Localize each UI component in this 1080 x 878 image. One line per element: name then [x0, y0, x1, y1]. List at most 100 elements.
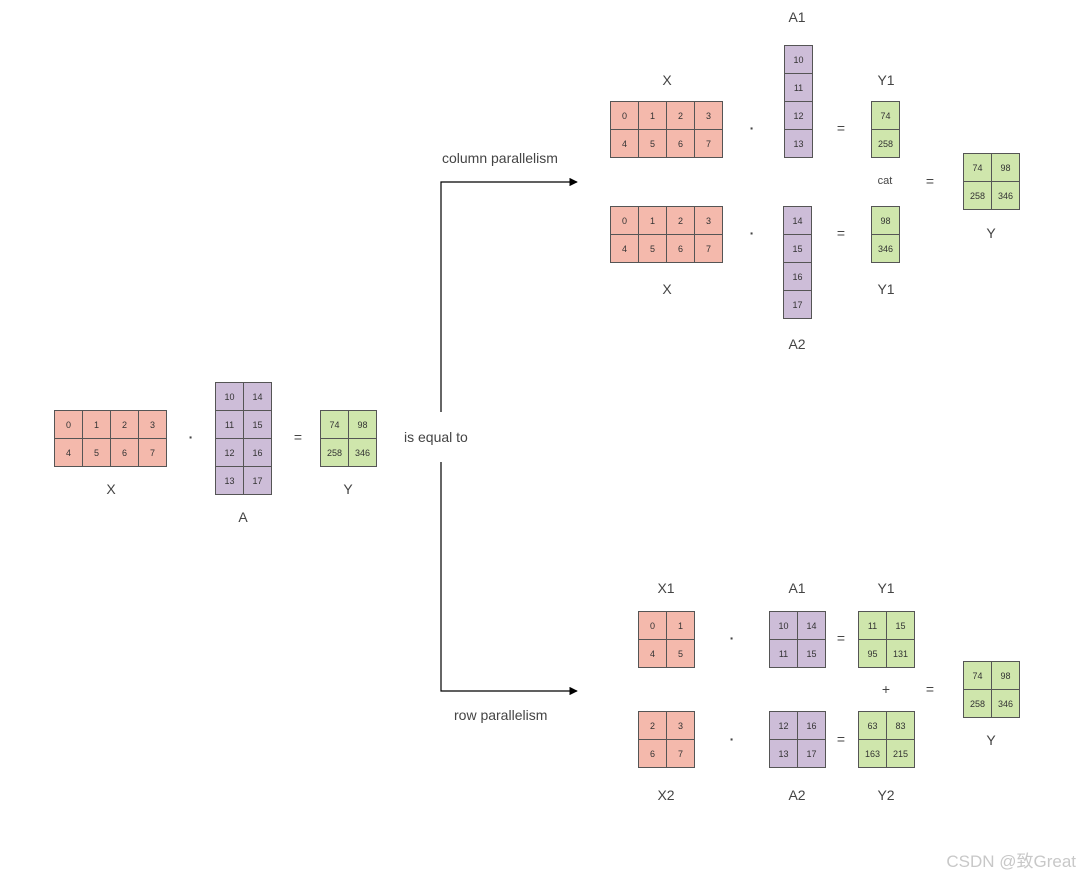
matrix-cell: 16	[784, 263, 812, 291]
col-bottom-dot-operator: ·	[749, 225, 755, 241]
matrix-cell: 14	[244, 383, 272, 411]
matrix-cell: 3	[667, 712, 695, 740]
matrix-cell: 4	[611, 130, 639, 158]
matrix-cell: 258	[964, 690, 992, 718]
row-parallelism-caption: row parallelism	[454, 707, 548, 723]
row-y-label: Y	[986, 732, 996, 748]
row-y1-label: Y1	[877, 580, 895, 596]
matrix-cell: 6	[667, 235, 695, 263]
col-bottom-equals-operator: =	[836, 225, 846, 241]
matrix-cell: 13	[785, 130, 813, 158]
cat-operator: cat	[877, 175, 893, 187]
col-result-equals-operator: =	[925, 173, 935, 189]
matrix-cell: 15	[784, 235, 812, 263]
matrix-cell: 4	[55, 439, 83, 467]
col-a1-label: A1	[788, 9, 806, 25]
matrix-cell: 4	[639, 640, 667, 668]
matrix-cell: 11	[770, 640, 798, 668]
col-y1-bottom-label: Y1	[877, 281, 895, 297]
row-x1-label: X1	[657, 580, 675, 596]
matrix-cell: 4	[611, 235, 639, 263]
watermark: CSDN @致Great	[946, 852, 1076, 871]
arrow-to-column-parallelism	[440, 177, 578, 412]
matrix-cell: 15	[887, 612, 915, 640]
matrix-cell: 17	[784, 291, 812, 319]
row-a2-label: A2	[788, 787, 806, 803]
matrix-cell: 74	[321, 411, 349, 439]
matrix-cell: 74	[964, 154, 992, 182]
matrix-cell: 215	[887, 740, 915, 768]
matrix-cell: 2	[639, 712, 667, 740]
col-x-top-label: X	[662, 72, 672, 88]
matrix-cell: 14	[784, 207, 812, 235]
col-a2-label: A2	[788, 336, 806, 352]
matrix-cell: 346	[992, 182, 1020, 210]
is-equal-to-caption: is equal to	[404, 429, 468, 445]
main-y-label: Y	[343, 481, 353, 497]
matrix-cell: 163	[859, 740, 887, 768]
main-x-label: X	[106, 481, 116, 497]
matrix-cell: 12	[770, 712, 798, 740]
matrix-cell: 83	[887, 712, 915, 740]
matrix-cell: 16	[798, 712, 826, 740]
matrix-cell: 14	[798, 612, 826, 640]
main-dot-operator: ·	[188, 429, 194, 445]
matrix-cell: 63	[859, 712, 887, 740]
matrix-cell: 98	[992, 662, 1020, 690]
matrix-cell: 16	[244, 439, 272, 467]
matrix-cell: 11	[216, 411, 244, 439]
matrix-cell: 1	[667, 612, 695, 640]
column-parallelism-caption: column parallelism	[442, 150, 558, 166]
matrix-cell: 258	[964, 182, 992, 210]
matrix-cell: 13	[770, 740, 798, 768]
matrix-cell: 11	[785, 74, 813, 102]
matrix-cell: 7	[695, 130, 723, 158]
matrix-cell: 1	[639, 207, 667, 235]
matrix-cell: 0	[639, 612, 667, 640]
col-y-label: Y	[986, 225, 996, 241]
matrix-cell: 5	[639, 235, 667, 263]
row-top-dot-operator: ·	[729, 630, 735, 646]
matrix-cell: 6	[111, 439, 139, 467]
matrix-cell: 98	[872, 207, 900, 235]
matrix-cell: 0	[611, 207, 639, 235]
matrix-cell: 15	[798, 640, 826, 668]
matrix-cell: 74	[872, 102, 900, 130]
row-a1-label: A1	[788, 580, 806, 596]
matrix-cell: 2	[667, 102, 695, 130]
matrix-cell: 98	[349, 411, 377, 439]
col-y1-top-label: Y1	[877, 72, 895, 88]
matrix-cell: 12	[216, 439, 244, 467]
row-bottom-dot-operator: ·	[729, 731, 735, 747]
matrix-cell: 2	[111, 411, 139, 439]
matrix-cell: 11	[859, 612, 887, 640]
row-bottom-equals-operator: =	[836, 731, 846, 747]
matrix-cell: 0	[55, 411, 83, 439]
matrix-cell: 13	[216, 467, 244, 495]
matrix-cell: 3	[695, 102, 723, 130]
matrix-cell: 346	[349, 439, 377, 467]
arrow-to-row-parallelism	[440, 462, 578, 696]
row-y2-label: Y2	[877, 787, 895, 803]
plus-operator: +	[881, 681, 891, 697]
matrix-cell: 6	[639, 740, 667, 768]
matrix-cell: 1	[83, 411, 111, 439]
matrix-cell: 131	[887, 640, 915, 668]
matrix-cell: 258	[872, 130, 900, 158]
matrix-cell: 12	[785, 102, 813, 130]
matrix-cell: 3	[695, 207, 723, 235]
